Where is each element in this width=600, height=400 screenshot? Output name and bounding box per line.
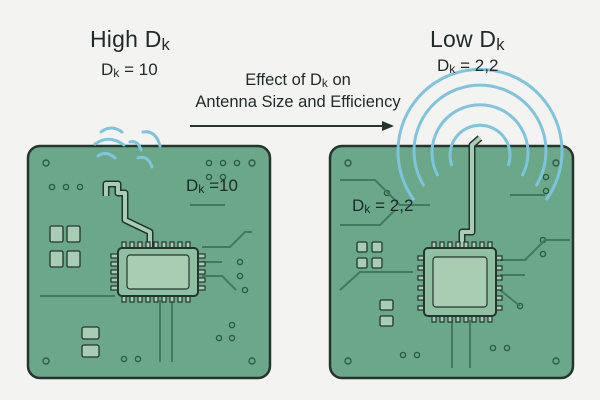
high-dk-board bbox=[26, 126, 272, 380]
low-dk-radiation-waves bbox=[396, 67, 564, 201]
low-dk-board bbox=[328, 67, 575, 380]
high-dk-board-trace-ends bbox=[236, 258, 249, 294]
effect-caption: Effect of Dk on Antenna Size and Efficie… bbox=[160, 70, 436, 113]
high-dk-equation: Dk = 10 bbox=[101, 60, 158, 81]
low-dk-equation: Dk = 2,2 bbox=[437, 56, 499, 77]
low-dk-antenna-trace bbox=[460, 136, 482, 252]
low-dk-heading: Low Dk bbox=[430, 26, 505, 54]
low-dk-board-traces bbox=[339, 179, 570, 368]
low-dk-board-label: Dk = 2,2 bbox=[352, 196, 414, 217]
low-dk-chip bbox=[417, 241, 503, 323]
high-dk-antenna-trace bbox=[104, 182, 152, 247]
high-dk-board-label: Dk =10 bbox=[186, 176, 238, 197]
high-dk-board-pads bbox=[49, 225, 100, 358]
low-dk-board-vias bbox=[344, 159, 560, 365]
effect-caption-line2: Antenna Size and Efficiency bbox=[195, 93, 401, 111]
high-dk-chip bbox=[110, 241, 206, 303]
low-dk-board-pads bbox=[356, 241, 394, 327]
high-dk-board-vias bbox=[42, 159, 256, 365]
effect-caption-line1: Effect of Dk on bbox=[245, 71, 351, 91]
high-dk-radiation-waves bbox=[93, 126, 162, 169]
high-dk-heading: High Dk bbox=[90, 26, 170, 54]
